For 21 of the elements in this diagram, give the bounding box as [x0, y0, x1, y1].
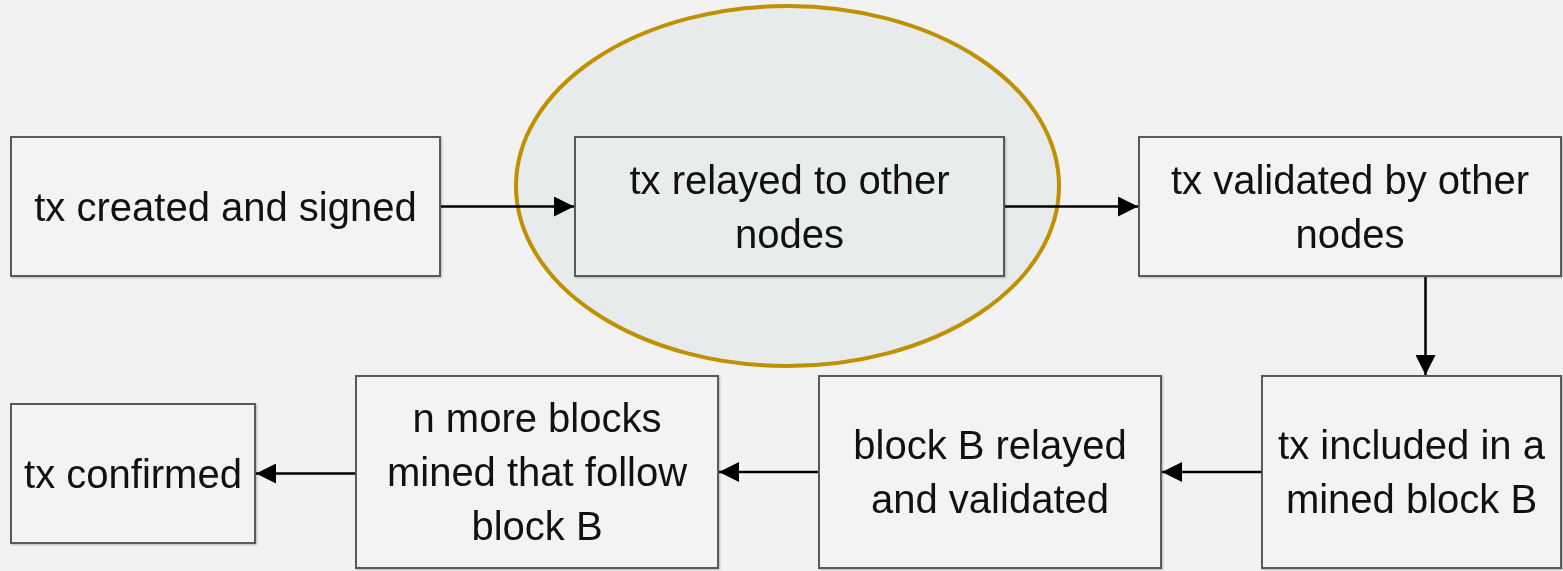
step-label: n more blocks mined that follow block B [385, 395, 689, 550]
arrow [256, 463, 355, 484]
process-box [574, 136, 1005, 277]
highlight-ellipse [513, 3, 1062, 369]
arrow [719, 462, 818, 482]
process-box [10, 403, 256, 544]
step-label: tx validated by other nodes [1170, 156, 1530, 258]
step-label: tx included in a mined block B [1277, 422, 1546, 523]
step-label: block B relayed and validated [852, 422, 1128, 523]
arrow [1415, 277, 1436, 375]
process-box [818, 375, 1162, 569]
process-box [10, 136, 441, 277]
arrow [1005, 196, 1138, 217]
process-box [1261, 375, 1562, 569]
arrow [441, 196, 574, 217]
process-box [1138, 136, 1562, 277]
arrow [1162, 462, 1261, 482]
process-box [355, 375, 719, 569]
step-label: tx created and signed [33, 183, 418, 231]
step-label: tx confirmed [23, 450, 243, 498]
step-label: tx relayed to other nodes [628, 156, 951, 258]
